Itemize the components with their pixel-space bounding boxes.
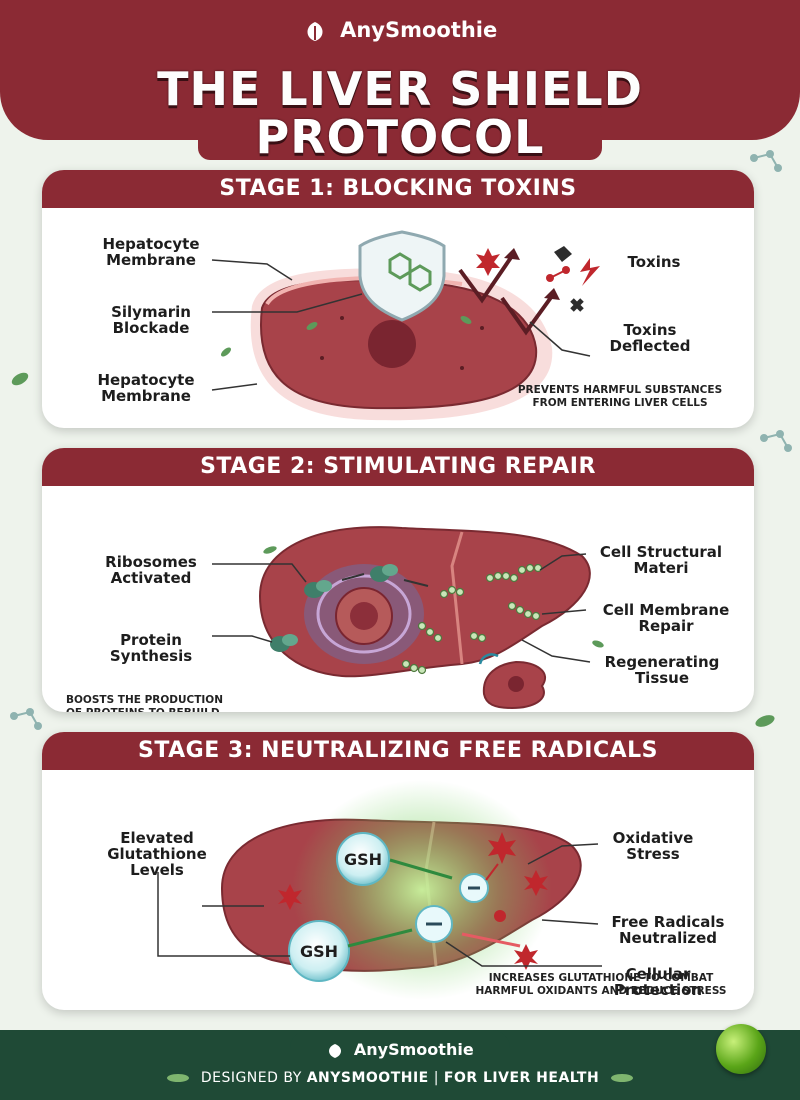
small-leaf-icon (306, 322, 318, 330)
footer-brand: AnySmoothie (0, 1040, 800, 1059)
molecule-icon (750, 150, 782, 172)
leaf-logo-icon (329, 1043, 342, 1058)
stage-3-card: STAGE 3: NEUTRALIZING FREE RADICALS (42, 732, 754, 1010)
page-title-line1: THE LIVER SHIELD (157, 62, 643, 116)
stage-1-heading: STAGE 1: BLOCKING TOXINS (42, 170, 754, 208)
leader-line (212, 563, 307, 583)
deflected-arrow (458, 254, 514, 304)
leader-line (541, 609, 587, 615)
protein-chain (401, 563, 543, 675)
nucleus (368, 320, 416, 368)
label-free-radicals-neutralized: Free Radicals Neutralized (611, 913, 725, 947)
gsh-molecule (336, 832, 390, 886)
footer-brand-name: AnySmoothie (353, 1040, 474, 1059)
toxin-icon (554, 246, 572, 262)
leader-line (529, 321, 591, 357)
label-protein-synthesis: Protein Synthesis (109, 631, 193, 665)
gsh-label-bottom: GSH (299, 942, 339, 961)
small-leaf-icon (755, 715, 775, 727)
molecule-icon (760, 430, 792, 452)
stage-3-body: GSH GSH Elevated Glutathione Levels Oxid… (42, 770, 754, 1010)
leader-line (445, 941, 602, 967)
stage-2-body: Ribosomes Activated Protein Synthesis Ce… (42, 486, 754, 712)
label-elevated-glutathione: Elevated Glutathione Levels (107, 829, 207, 879)
label-hepatocyte-membrane-bottom: Hepatocyte Membrane (97, 371, 195, 405)
toxin-icon (476, 248, 500, 276)
stage-2-heading: STAGE 2: STIMULATING REPAIR (42, 448, 754, 486)
leader-line (211, 259, 293, 281)
label-toxins: Toxins (627, 253, 681, 271)
leader-line (527, 843, 599, 865)
credit-brand: ANYSMOOTHIE (306, 1070, 429, 1086)
stage-1-illustration (211, 230, 600, 421)
page-title-line2: PROTOCOL (255, 110, 545, 164)
label-ribosomes-activated: Ribosomes Activated (105, 553, 197, 587)
credit-prefix: DESIGNED BY (200, 1070, 302, 1086)
leader-line (521, 639, 591, 663)
footer-credit: DESIGNED BY ANYSMOOTHIE | FOR LIVER HEAL… (0, 1070, 800, 1086)
credit-separator: | (433, 1070, 439, 1086)
leaf-decoration-icon (166, 1074, 189, 1082)
leader-line (212, 635, 273, 643)
title-plate (198, 108, 602, 160)
free-radical-icon (278, 832, 548, 970)
stage-3-heading: STAGE 3: NEUTRALIZING FREE RADICALS (42, 732, 754, 770)
brand-name: AnySmoothie (340, 18, 498, 42)
brand: AnySmoothie (0, 18, 800, 42)
deflected-arrow (500, 294, 554, 336)
stage-1-body: Hepatocyte Membrane Silymarin Blockade H… (42, 208, 754, 428)
label-oxidative-stress: Oxidative Stress (612, 829, 694, 863)
gsh-molecule (288, 920, 350, 982)
credit-suffix: FOR LIVER HEALTH (443, 1070, 600, 1086)
label-silymarin-blockade: Silymarin Blockade (111, 303, 191, 337)
stage-2-card: STAGE 2: STIMULATING REPAIR (42, 448, 754, 712)
label-toxins-deflected: Toxins Deflected (609, 321, 691, 355)
stage-1-card: STAGE 1: BLOCKING TOXINS (42, 170, 754, 428)
stage-3-illustration (157, 780, 602, 1000)
leaf-logo-icon (307, 22, 323, 41)
stage-1-note: PREVENTS HARMFUL SUBSTANCES FROM ENTERIN… (517, 384, 723, 409)
leader-line (211, 383, 258, 391)
leader-line (212, 293, 363, 313)
toxin-icon (570, 298, 584, 312)
small-leaf-icon (592, 640, 604, 648)
leader-line (541, 919, 599, 925)
leaf-decoration-icon (611, 1074, 634, 1082)
label-cellular-protection: Cellular Protection (613, 965, 703, 999)
small-leaf-icon (263, 546, 277, 554)
molecule-icon (10, 708, 42, 730)
toxin-icon (580, 258, 600, 286)
label-hepatocyte-membrane-top: Hepatocyte Membrane (102, 235, 200, 269)
leader-line (157, 872, 290, 957)
stage-2-note: BOOSTS THE PRODUCTION OF PROTEINS TO REB… (66, 694, 224, 712)
small-leaf-icon (460, 316, 472, 324)
label-cell-structural: Cell Structural Materi (599, 543, 723, 577)
stage-2-illustration (212, 526, 604, 710)
small-leaf-icon (11, 372, 29, 386)
label-regenerating-tissue: Regenerating Tissue (604, 653, 720, 687)
stage-3-note-visible: INCREASES GLUTATHIONE TO COMBAT HARMFUL … (475, 972, 727, 997)
label-cell-membrane-repair: Cell Membrane Repair (602, 601, 730, 635)
smoothie-badge-icon (716, 1024, 766, 1074)
footer-bump (290, 1030, 510, 1066)
small-leaf-icon (221, 347, 231, 357)
leader-line (539, 553, 587, 571)
gsh-label-top: GSH (343, 850, 383, 869)
